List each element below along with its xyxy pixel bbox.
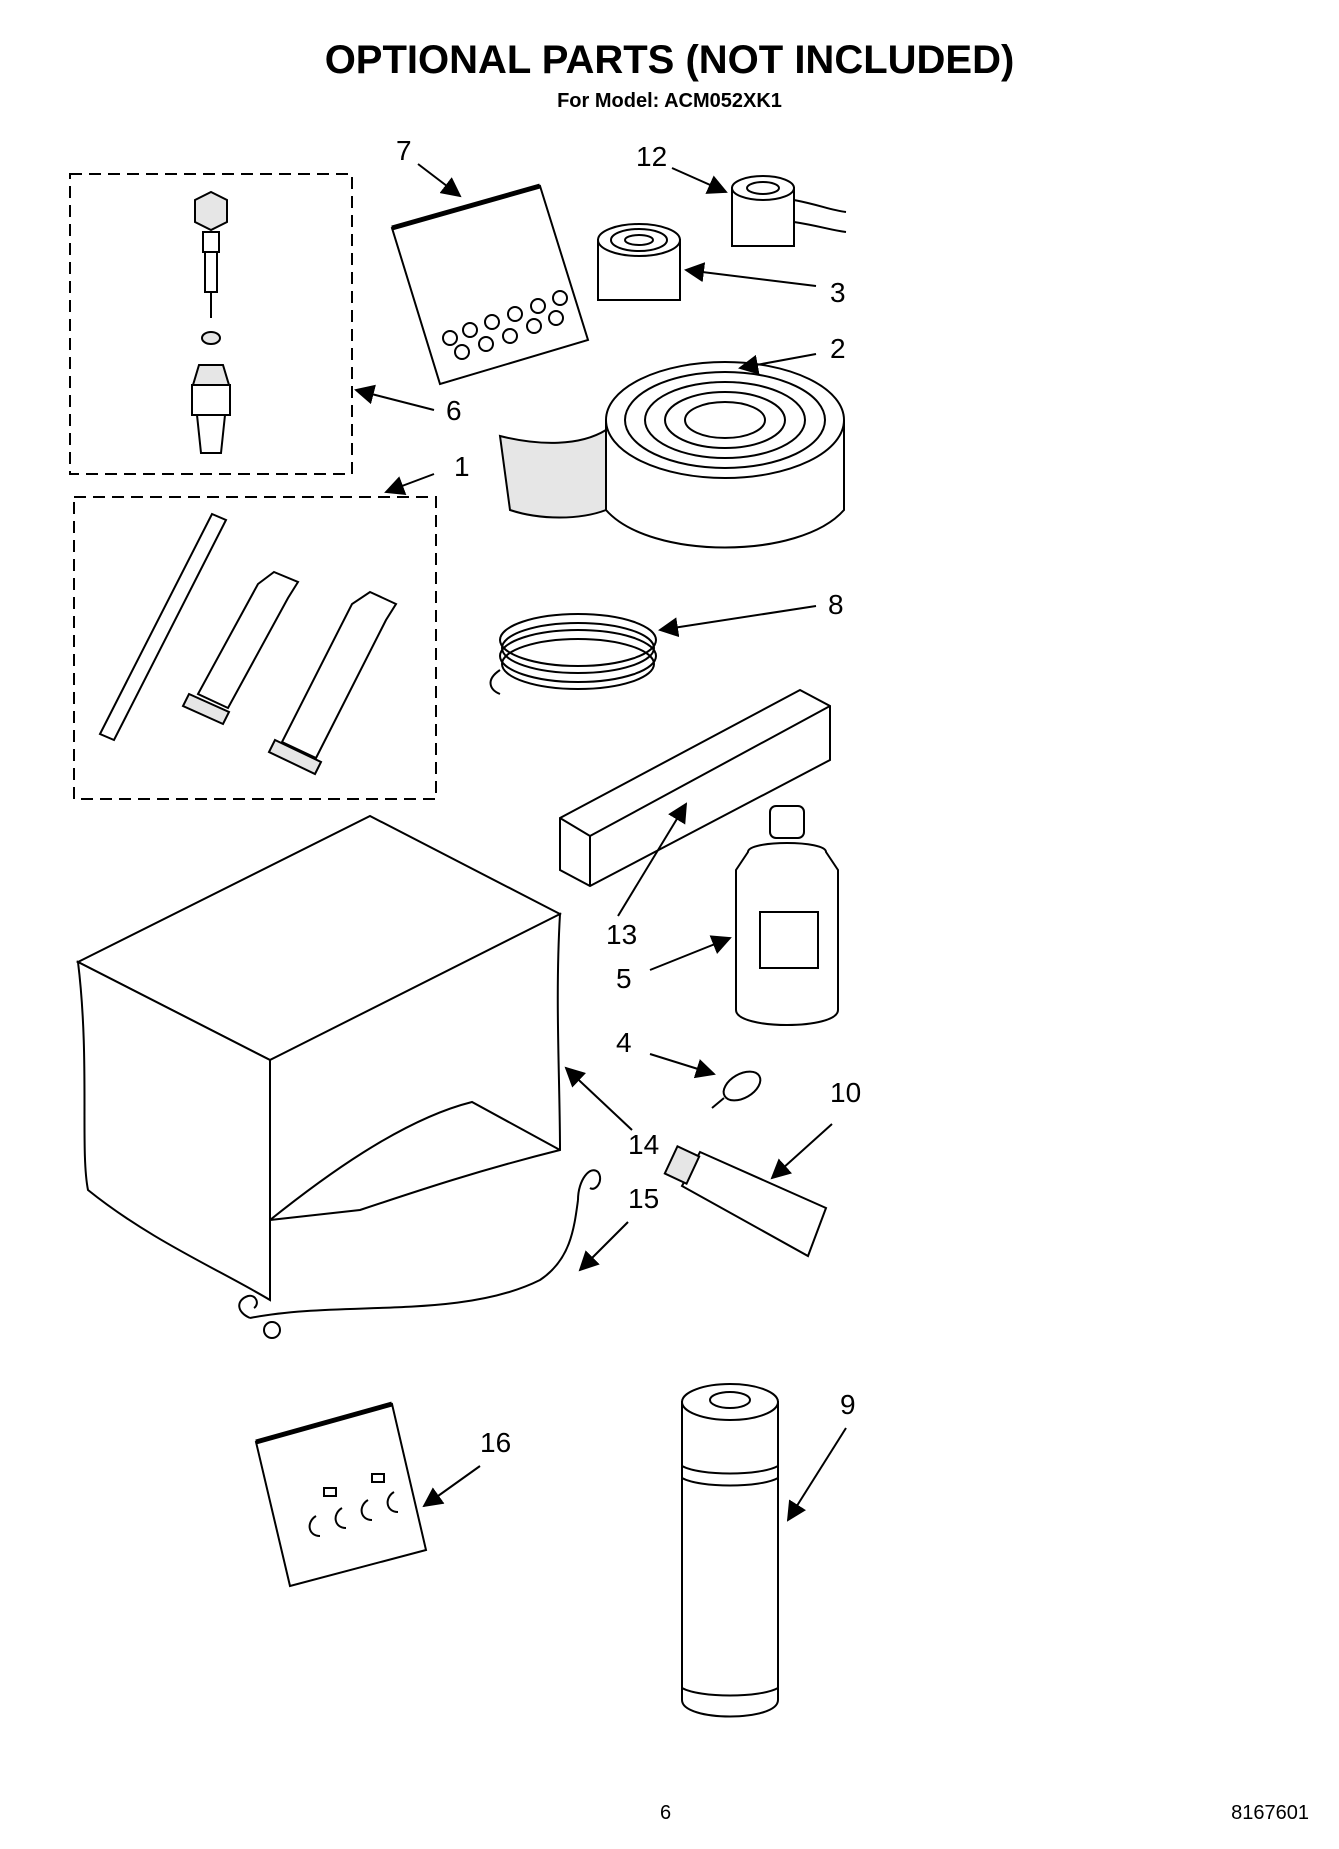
part-6-valve-kit	[69, 173, 353, 475]
part-8-wire-coil	[489, 613, 657, 695]
page-title: OPTIONAL PARTS (NOT INCLUDED)	[324, 38, 1015, 82]
callout-14: 14	[628, 1129, 659, 1160]
document-number: 8167601	[1231, 1802, 1309, 1824]
part-5-cleaner-bottle	[735, 805, 839, 1026]
callout-9: 9	[840, 1389, 856, 1420]
callout-7: 7	[396, 135, 412, 166]
callout-13: 13	[606, 919, 637, 950]
callout-15: 15	[628, 1183, 659, 1214]
callout-16: 16	[480, 1427, 511, 1458]
part-9-canister	[681, 1383, 779, 1718]
page-number: 6	[660, 1802, 672, 1824]
part-10-grease-tube	[663, 1145, 828, 1258]
part-2-insulation-roll	[498, 361, 845, 549]
part-4-plug	[711, 1070, 762, 1109]
callout-1: 1	[454, 451, 470, 482]
callout-3: 3	[830, 277, 846, 308]
callout-12: 12	[636, 141, 667, 172]
part-3-foam-tape	[597, 223, 681, 301]
callout-5: 5	[616, 963, 632, 994]
part-16-clip-bag	[254, 1401, 428, 1588]
part-12-tape-roll	[731, 175, 847, 247]
callout-2: 2	[830, 333, 846, 364]
part-14-cover	[75, 814, 562, 1302]
callout-numbers: 7 12 3 2 6 1 8 13 5 4 10 14 15 16 9	[396, 135, 861, 1458]
callout-10: 10	[830, 1077, 861, 1108]
callout-4: 4	[616, 1027, 632, 1058]
model-subtitle: For Model: ACM052XK1	[557, 90, 782, 112]
part-15-cord	[238, 1169, 602, 1339]
callout-8: 8	[828, 589, 844, 620]
part-1-sealant-kit	[73, 496, 437, 800]
leader-lines	[354, 163, 847, 1522]
callout-6: 6	[446, 395, 462, 426]
part-13-foam-strip	[559, 688, 831, 888]
part-7-screw-bag	[390, 183, 590, 386]
